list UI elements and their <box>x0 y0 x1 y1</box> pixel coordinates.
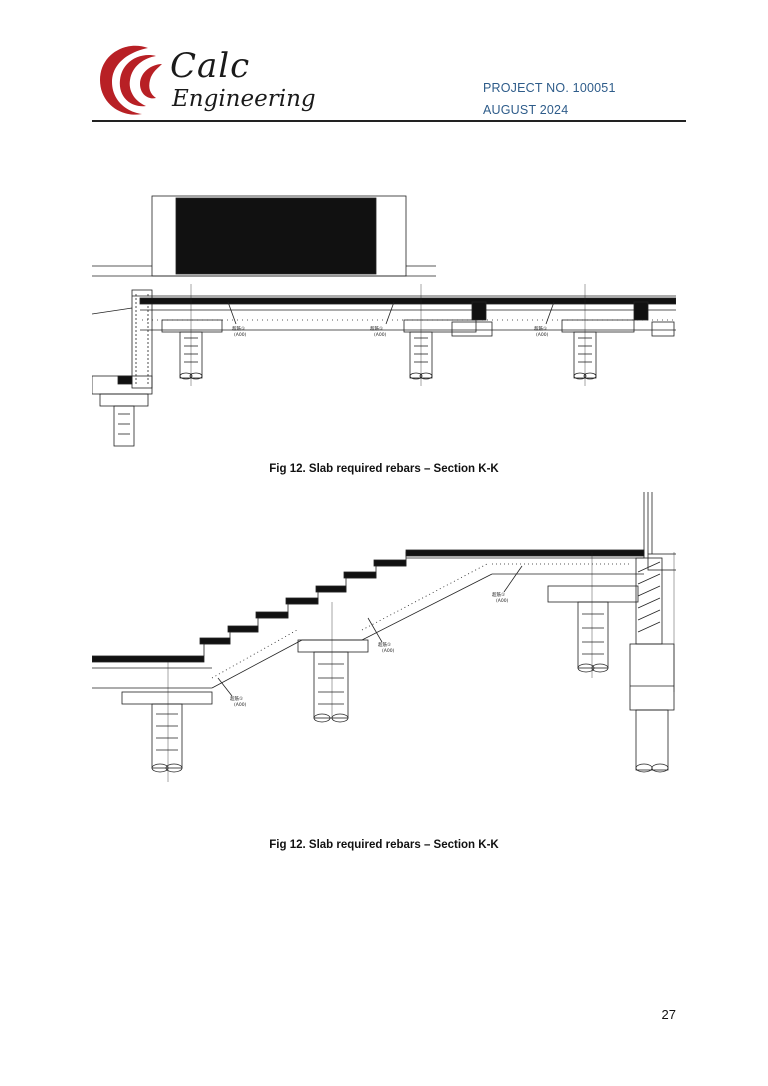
rebar-label-1: 超筋① <box>232 325 245 332</box>
rebar-code-5: (A00) <box>382 648 395 654</box>
report-date: AUGUST 2024 <box>483 103 569 117</box>
rebar-code-4: (A00) <box>234 702 247 708</box>
slab-section-drawing-1: 超筋① (A00) 超筋① (A00) 超筋① (A00) <box>92 195 676 447</box>
rebar-code-2: (A00) <box>374 332 387 338</box>
rebar-label-4: 超筋① <box>230 695 243 702</box>
project-number: PROJECT NO. 100051 <box>483 81 616 95</box>
stair-section-drawing-2: 超筋① (A00) 超筋① (A00) 超筋① (A00) <box>92 492 676 782</box>
rebar-code-6: (A00) <box>496 598 509 604</box>
brand-name-line2: Engineering <box>172 86 316 112</box>
figure-caption-2: Fig 12. Slab required rebars – Section K… <box>269 839 499 851</box>
rebar-label-3: 超筋① <box>534 325 547 332</box>
page-number: 27 <box>661 1007 676 1022</box>
figure-caption-1: Fig 12. Slab required rebars – Section K… <box>269 463 499 475</box>
company-logo: Calc Engineering <box>96 42 316 122</box>
header-rule <box>92 120 686 122</box>
rebar-label-6: 超筋① <box>492 591 505 598</box>
rebar-code-1: (A00) <box>234 332 247 338</box>
rebar-label-5: 超筋① <box>378 641 391 648</box>
page-header: Calc Engineering PROJECT NO. 100051 AUGU… <box>0 0 768 130</box>
rebar-label-2: 超筋① <box>370 325 383 332</box>
rebar-code-3: (A00) <box>536 332 549 338</box>
brand-name-line1: Calc <box>170 46 251 86</box>
logo-swirl-icon <box>100 45 162 115</box>
